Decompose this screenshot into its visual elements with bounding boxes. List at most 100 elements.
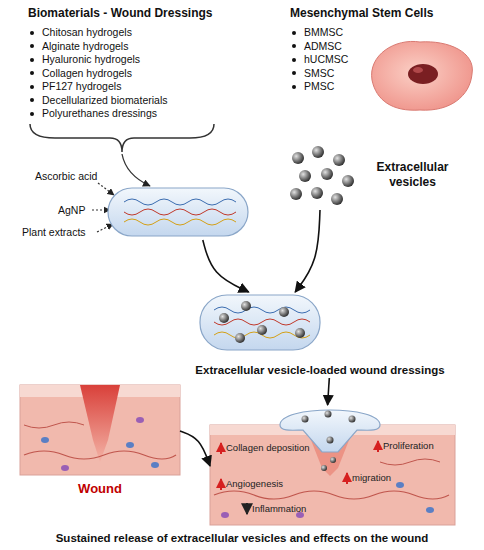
list-item: PF127 hydrogels [42,80,121,94]
capsule-body [200,295,320,350]
list-item: SMSC [304,67,334,81]
bullet-dot [30,85,34,89]
figure-caption: Sustained release of extracellular vesic… [0,532,484,544]
cell [41,437,49,443]
vesicle [331,193,343,205]
vesicle [295,328,305,338]
increase-arrow [346,473,348,484]
list-item: Collagen hydrogels [42,67,132,81]
cell [396,482,404,488]
dotted-arrow [98,183,114,195]
increase-arrow [377,441,379,452]
increase-arrow [220,443,222,454]
list-row: Decellularized biomaterials [28,94,248,108]
bullet-dot [30,71,34,75]
polymer-strand [124,209,236,215]
cell-panel: Mesenchymal Stem CellsBMMSCADMSChUCMSCSM… [282,4,478,122]
bullet-dot [30,31,34,35]
bullet-dot [30,44,34,48]
polymer-strand [124,199,236,205]
list-item: Chitosan hydrogels [42,26,132,40]
cell [426,507,434,513]
list-row: Collagen hydrogels [28,67,248,81]
blood-vessel [24,422,84,428]
loaded-capsule [200,295,320,350]
vesicle-group: Extracellular vesicles [285,148,460,210]
blood-vessel [380,459,440,465]
vesicle [321,168,333,180]
vesicle [279,307,289,317]
loaded-dressing: Extracellular vesicle-loaded wound dress… [165,292,475,378]
polymer-strand [214,307,310,313]
section-heading: Mesenchymal Stem Cells [290,6,433,21]
healing-illustration [210,410,455,525]
cell [136,417,144,423]
vesicle [330,457,336,463]
list-item: hUCMSC [304,53,348,67]
bullet-dot [292,31,296,35]
bullet-dot [292,44,296,48]
vesicle [257,325,267,335]
flow-arrow [180,431,210,466]
vesicle [312,146,324,158]
list-row: PF127 hydrogels [28,80,248,94]
blood-vessel [24,451,176,459]
nucleus-highlight [413,67,423,73]
vesicle [321,465,327,471]
wound-cleft [80,385,120,462]
bullet-dot [292,58,296,62]
list-row: Chitosan hydrogels [28,26,248,40]
extracellular-vesicles [290,146,354,205]
node-label: Wound [20,481,180,496]
node-label: Extracellular vesicle-loaded wound dress… [165,364,475,376]
list-row: PMSC [290,80,478,94]
bullet-dot [292,85,296,89]
list-item: PMSC [304,80,334,94]
wound-illustration [20,385,180,475]
dotted-arrow [92,209,110,210]
vesicle [302,416,309,423]
effect-label: migration [352,472,391,484]
list-row: Hyaluronic hydrogels [28,53,248,67]
additive-label: Ascorbic acid [35,170,97,183]
dermis [210,425,455,525]
list-row: Alginate hydrogels [28,40,248,54]
vesicle [241,301,251,311]
dressing-capsule [108,188,248,236]
additive-label: Plant extracts [22,226,86,239]
list-item: BMMSC [304,26,343,40]
polymer-strand [124,219,236,225]
list-row: Mesenchymal Stem Cells [290,6,478,26]
bullet-dot [30,58,34,62]
section-heading: Biomaterials - Wound Dressings [28,6,212,21]
dotted-arrow [97,224,113,232]
effect-label: Inflammation [252,503,306,515]
wound-panel: Wound [20,385,180,500]
vesicle [292,152,304,164]
cell [126,442,134,448]
effect-label: Collagen deposition [226,442,309,454]
blood-vessel [214,491,449,499]
effect-label: Proliferation [383,440,434,452]
vesicle [219,313,229,323]
list-row: hUCMSC [290,53,478,67]
decrease-arrow [246,503,248,514]
list-item: Decellularized biomaterials [42,94,167,108]
cell-nucleus [408,64,438,84]
list-row: ADMSC [290,40,478,54]
vesicle [349,416,356,423]
stem-cell [372,41,473,110]
cell-body [372,41,473,110]
flow-arrow [203,240,249,292]
vesicle [235,333,245,343]
vesicle [327,437,334,444]
cell [221,512,229,518]
bullet-dot [30,98,34,102]
list-row: Biomaterials - Wound Dressings [28,6,248,26]
cell [61,465,69,471]
effect-label: Angiogenesis [226,478,283,490]
